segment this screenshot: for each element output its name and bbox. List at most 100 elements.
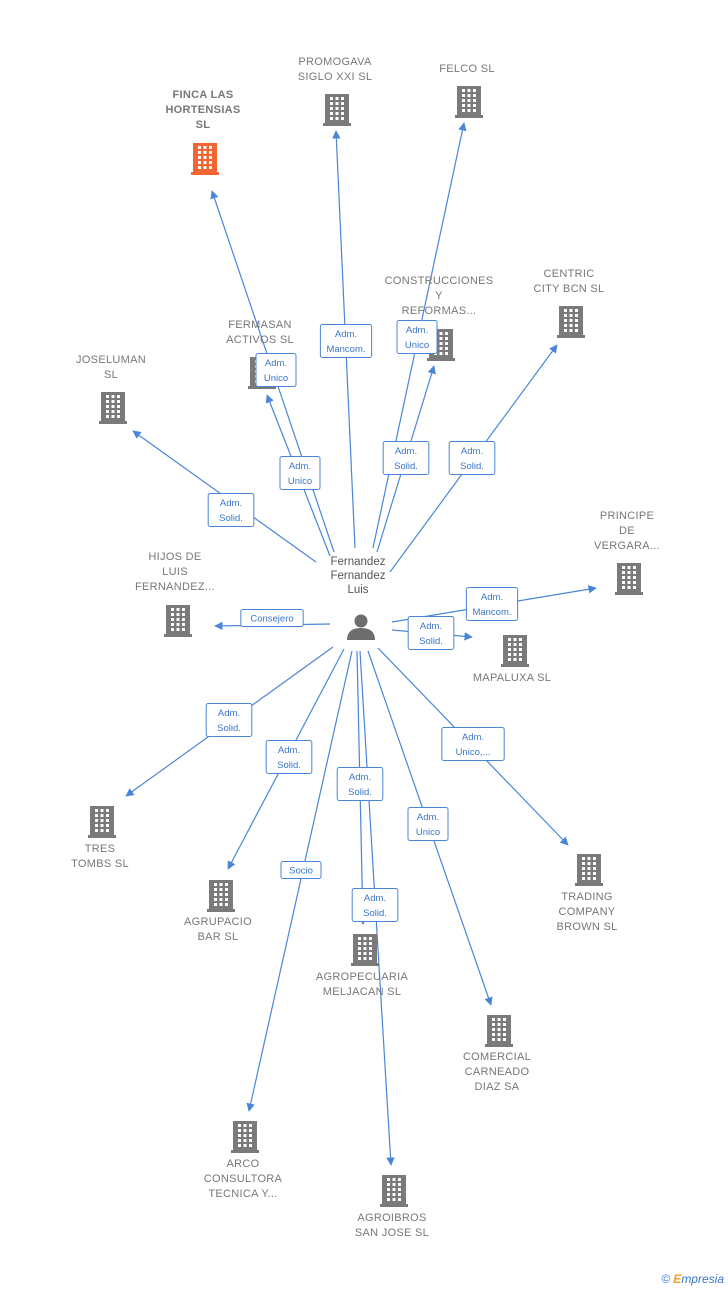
brand-logo-text: mpresia — [681, 1272, 724, 1286]
relation-label-comercial[interactable]: Adm.Unico — [407, 807, 449, 841]
relation-text: Adm.Unico,... — [456, 732, 491, 758]
relation-text-line: Solid. — [394, 461, 418, 472]
relation-box — [240, 609, 304, 627]
relation-box — [441, 727, 505, 761]
relation-label-promogava[interactable]: Adm.Mancom. — [319, 324, 373, 358]
company-label-line: FERNANDEZ... — [135, 581, 215, 593]
building-icon[interactable] — [455, 86, 483, 118]
building-icon[interactable] — [575, 854, 603, 886]
relation-label-fermasan[interactable]: Adm.Unico — [279, 456, 321, 490]
relation-text: Adm.Unico — [264, 358, 288, 384]
company-label-line: ACTIVOS SL — [226, 334, 294, 346]
building-icon[interactable] — [351, 934, 379, 966]
relation-text-line: Adm. — [395, 446, 417, 457]
building-icon[interactable] — [164, 605, 192, 637]
company-label-mapaluxa[interactable]: MAPALUXA SL — [473, 672, 551, 684]
company-label-line: FERMASAN — [228, 319, 292, 331]
relation-text-line: Adm. — [461, 446, 483, 457]
relation-label-finca[interactable]: Adm.Unico — [255, 353, 297, 387]
company-label-line: DIAZ SA — [475, 1081, 520, 1093]
company-label-line: LUIS — [162, 566, 188, 578]
relation-label-agroibros[interactable]: Adm.Solid. — [351, 888, 399, 922]
relation-label-tres[interactable]: Adm.Solid. — [205, 703, 253, 737]
relation-text: Adm. Solid. — [394, 446, 418, 472]
relation-label-agropecuaria[interactable]: Adm.Solid. — [336, 767, 384, 801]
relation-text-line: Solid. — [419, 636, 443, 647]
relation-text-line: Adm. — [481, 592, 503, 603]
relation-box — [407, 807, 449, 841]
building-icon[interactable] — [380, 1175, 408, 1207]
building-icon[interactable] — [99, 392, 127, 424]
company-label-fermasan[interactable]: FERMASAN ACTIVOS SL — [226, 319, 294, 346]
company-label-felco[interactable]: FELCO SL — [439, 63, 495, 75]
relation-label-joseluman[interactable]: Adm.Solid. — [207, 493, 255, 527]
relation-label-agrupacio[interactable]: Adm.Solid. — [265, 740, 313, 774]
building-icon[interactable] — [207, 880, 235, 912]
relation-label-arco[interactable]: Socio — [280, 861, 322, 879]
company-label-line: TECNICA Y... — [208, 1188, 277, 1200]
relation-box — [205, 703, 253, 737]
relation-label-construcciones[interactable]: Adm. Solid. — [382, 441, 430, 475]
relation-label-principe[interactable]: Adm. Mancom. — [465, 587, 519, 621]
relation-box — [265, 740, 313, 774]
relation-text-line: Unico — [405, 340, 429, 351]
building-icon[interactable] — [485, 1015, 513, 1047]
relation-box — [255, 353, 297, 387]
relation-box — [319, 324, 373, 358]
relation-text: Adm.Solid. — [217, 708, 241, 734]
building-icon[interactable] — [557, 306, 585, 338]
relation-label-trading[interactable]: Adm.Unico,... — [441, 727, 505, 761]
relation-label-mapaluxa[interactable]: Adm. Solid. — [407, 616, 455, 650]
company-label-line: COMERCIAL — [463, 1051, 531, 1063]
building-icon[interactable] — [191, 143, 219, 175]
relation-text-line: Adm. — [420, 621, 442, 632]
relation-text: Adm.Solid. — [348, 772, 372, 798]
relation-text: Adm.Solid. — [277, 745, 301, 771]
relation-text-line: Adm. — [349, 772, 371, 783]
building-icon[interactable] — [88, 806, 116, 838]
company-label-line: Y — [435, 290, 443, 302]
relation-text-line: Mancom. — [472, 607, 511, 618]
relation-label-felco[interactable]: Adm.Unico — [396, 320, 438, 354]
building-icon[interactable] — [231, 1121, 259, 1153]
relation-box — [351, 888, 399, 922]
company-node-felco[interactable]: FELCO SL — [439, 63, 495, 118]
relation-box — [280, 861, 322, 879]
building-icon[interactable] — [615, 563, 643, 595]
company-label-line: HORTENSIAS — [165, 104, 240, 116]
building-icon[interactable] — [323, 94, 351, 126]
building-icon[interactable] — [501, 635, 529, 667]
relation-label-hijos[interactable]: Consejero — [240, 609, 304, 627]
company-node-mapaluxa[interactable]: MAPALUXA SL — [473, 635, 551, 684]
relation-label-centric[interactable]: Adm.Solid. — [448, 441, 496, 475]
